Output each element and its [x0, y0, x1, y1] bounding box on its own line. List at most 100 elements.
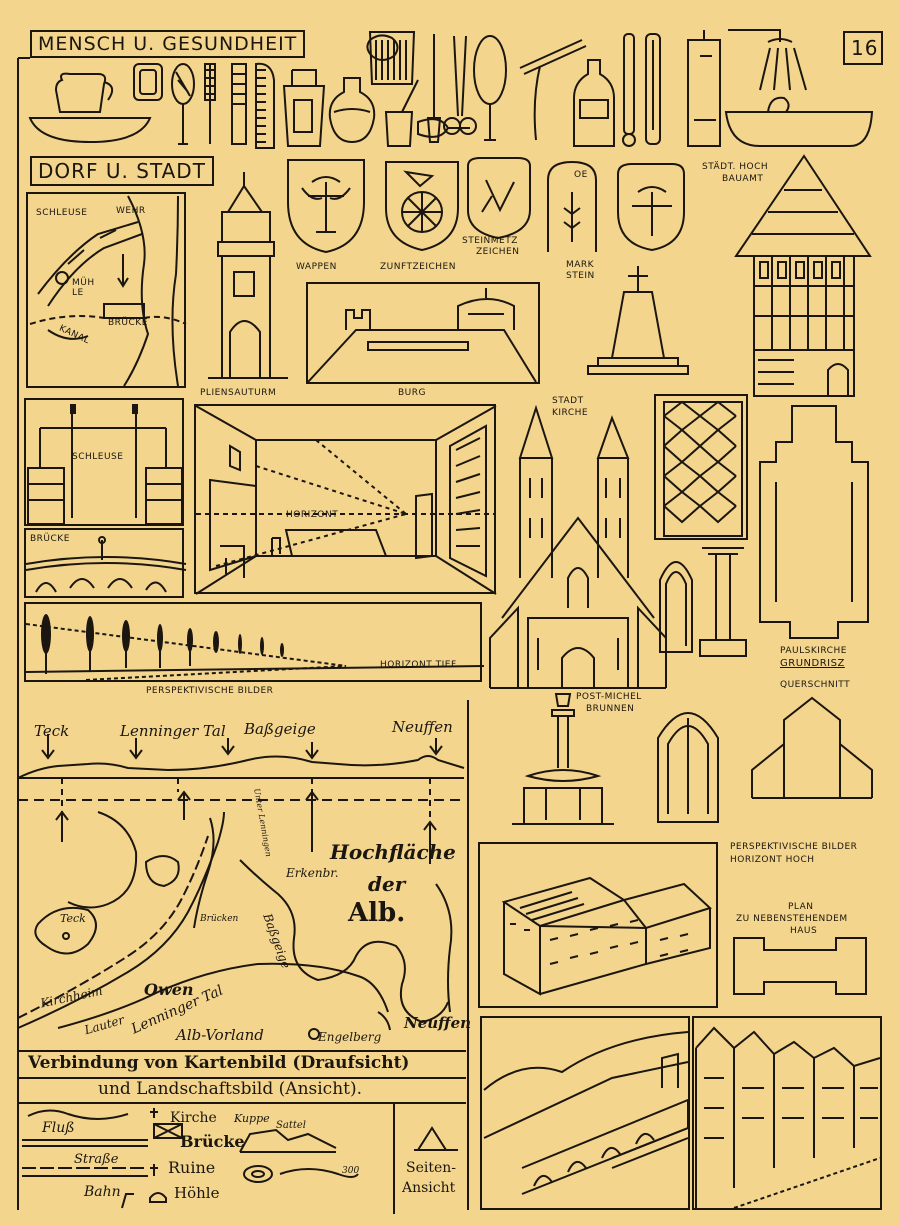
- wappen-label: WAPPEN: [296, 262, 337, 272]
- shaving-brush-icon: [418, 119, 470, 137]
- memorial-drawing: [568, 262, 708, 382]
- alb-map-drawing: [18, 712, 478, 1062]
- bruecken-label: Brücken: [200, 914, 239, 924]
- erkenbr-label: Erkenbr.: [286, 866, 339, 880]
- fountain-drawing: [510, 680, 620, 830]
- lattice-window-panel: [654, 394, 748, 540]
- peak-teck-label: Teck: [34, 722, 70, 740]
- plan-label-1: PLAN: [788, 902, 814, 912]
- bruecke-label: BRÜCKE: [30, 534, 70, 544]
- bruecke-panel: BRÜCKE: [24, 528, 184, 598]
- steinmetz-label-2: ZEICHEN: [476, 247, 520, 257]
- markstein-label-2: STEIN: [566, 271, 595, 281]
- room-perspective-panel: HORIZONT: [194, 404, 496, 594]
- health-section-title: MENSCH U. GESUNDHEIT: [30, 30, 306, 58]
- soap-icon: [134, 64, 162, 100]
- legend-bahn: Bahn: [84, 1184, 121, 1200]
- legend-fluss: Fluß: [42, 1120, 75, 1136]
- tree-row-panel: HORIZONT TIEF: [24, 602, 482, 682]
- thermometer-icon: [623, 34, 635, 146]
- map-right-border: [466, 700, 470, 1210]
- markstein-icon: [548, 162, 596, 252]
- lock-gate-drawing: [26, 404, 186, 528]
- schleuse-panel: SCHLEUSE: [24, 398, 184, 526]
- muehle-label: MÜH LE: [72, 278, 95, 298]
- pliensau-tower-drawing: [208, 172, 298, 382]
- town-church-drawing: [488, 408, 668, 688]
- window-column-drawing: [656, 540, 776, 660]
- persp-hoch-label-2: HORIZONT HOCH: [730, 855, 815, 865]
- caption-line-1: Verbindung von Kartenbild (Draufsicht): [28, 1053, 410, 1073]
- engelberg-label: Engelberg: [318, 1030, 382, 1044]
- legend-hoehle: Höhle: [174, 1184, 220, 1202]
- comb-icon: [256, 64, 274, 148]
- zunftzeichen-label: ZUNFTZEICHEN: [380, 262, 456, 272]
- caption-box: Verbindung von Kartenbild (Draufsicht) u…: [18, 1050, 466, 1104]
- peak-lenninger-tal-label: Lenninger Tal: [120, 722, 226, 740]
- teck-map-label: Teck: [60, 912, 86, 925]
- old-town-street-panel: [692, 1016, 882, 1210]
- owen-label: Owen: [144, 980, 194, 999]
- paulskirche-label-2: GRUNDRISZ: [780, 658, 845, 669]
- page-number: 16: [843, 31, 883, 65]
- markstein-label-1: MARK: [566, 260, 595, 270]
- bruecke-map-label: BRÜCKE: [108, 318, 148, 328]
- paulskirche-label-1: PAULSKIRCHE: [780, 646, 847, 656]
- hand-mirror-icon: [474, 36, 506, 140]
- neuffen-map-label: Neuffen: [404, 1014, 472, 1032]
- caption-line-2: und Landschaftsbild (Ansicht).: [98, 1079, 363, 1099]
- paulskirche-label-3: QUERSCHNITT: [780, 680, 851, 690]
- old-town-street-drawing: [694, 1018, 884, 1212]
- horizont-tief-label: HORIZONT TIEF: [380, 660, 457, 670]
- der-label: der: [368, 872, 406, 896]
- shower-bath-icon: [726, 30, 872, 146]
- legend-strasse: Straße: [74, 1152, 119, 1167]
- plan-label-2: ZU NEBENSTEHENDEM: [736, 914, 848, 924]
- river-map-drawing: [28, 194, 188, 390]
- paulskirche-floorplan-drawing: [752, 402, 882, 642]
- legend-kirche: Kirche: [170, 1110, 217, 1126]
- room-perspective-drawing: [196, 406, 498, 596]
- legend-sattel: Sattel: [276, 1120, 306, 1131]
- water-jug-icon: [30, 74, 150, 142]
- nail-brush-icon: [232, 64, 246, 144]
- bath-boiler-icon: [688, 30, 720, 146]
- peak-bassgeige-label: Baßgeige: [244, 720, 316, 738]
- scissors-icon: [444, 36, 476, 134]
- horizont-label: HORIZONT: [286, 510, 339, 520]
- bridge-drawing: [26, 530, 186, 600]
- church-cross-section-drawing: [748, 694, 878, 824]
- razor-icon: [520, 40, 586, 140]
- hochbauamt-label-1: STÄDT. HOCH: [702, 162, 769, 172]
- hochflaeche-label: Hochfläche: [330, 840, 456, 864]
- plan-label-3: HAUS: [790, 926, 818, 936]
- river-map-panel: SCHLEUSE WEHR MÜH LE BRÜCKE KANAL: [26, 192, 186, 388]
- legend-kuppe: Kuppe: [234, 1112, 270, 1125]
- house-floorplan-drawing: [730, 930, 870, 1000]
- caption-divider: [18, 1077, 466, 1079]
- viaduct-landscape-panel: [480, 1016, 690, 1210]
- steinmetz-label-1: STEINMETZ: [462, 236, 518, 246]
- wehr-label: WEHR: [116, 206, 146, 216]
- viaduct-landscape-drawing: [482, 1018, 692, 1212]
- peak-neuffen-label: Neuffen: [392, 718, 453, 736]
- postmichel-label-1: POST-MICHEL: [576, 692, 642, 702]
- legend-alt-300: 300: [342, 1166, 360, 1176]
- postmichel-label-2: BRUNNEN: [586, 704, 635, 714]
- alb-label: Alb.: [348, 898, 406, 928]
- legend-bruecke: Brücke: [180, 1132, 245, 1151]
- nail-file-icon: [428, 34, 440, 142]
- legend-ruine: Ruine: [168, 1158, 216, 1177]
- steinmetz-shield-icon: [468, 158, 530, 238]
- pliensauturm-label: PLIENSAUTURM: [200, 388, 277, 398]
- village-section-title: DORF U. STADT: [30, 156, 214, 186]
- building-high-horizon-drawing: [480, 844, 720, 1010]
- flask-icon: [330, 78, 374, 142]
- hygiene-items-illustration: [0, 0, 900, 160]
- hairbrush-icon: [172, 64, 194, 144]
- wappen-shield-icon: [288, 160, 364, 252]
- lattice-window-drawing: [656, 396, 750, 542]
- tree-row-drawing: [26, 614, 484, 684]
- cup-icon: [386, 80, 418, 146]
